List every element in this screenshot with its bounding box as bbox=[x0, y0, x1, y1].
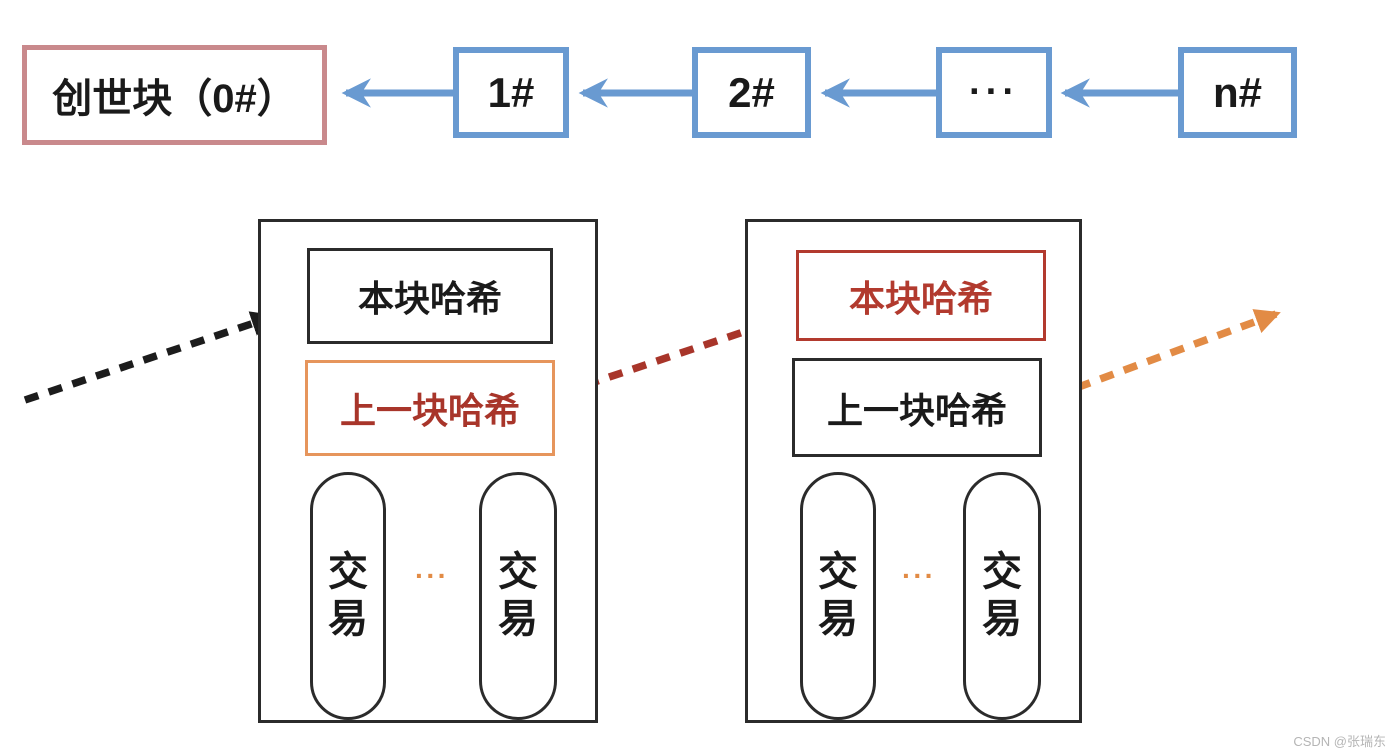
transactions-ellipsis: ··· bbox=[902, 560, 936, 591]
chain-block-n-label: n# bbox=[1212, 68, 1262, 116]
genesis-block: 创世块（0#） bbox=[22, 45, 327, 145]
incoming-hash-arrow-to-left-block bbox=[23, 311, 277, 404]
chain-block-ellipsis: ··· bbox=[936, 47, 1052, 138]
transaction-label: 交易 bbox=[328, 549, 368, 641]
prev-hash-box-right: 上一块哈希 bbox=[792, 358, 1042, 457]
chain-block-1: 1# bbox=[453, 47, 569, 138]
block-detail-right: 本块哈希 上一块哈希 交易 ··· 交易 bbox=[745, 219, 1082, 723]
chain-block-ellipsis-label: ··· bbox=[969, 71, 1019, 113]
block-detail-left: 本块哈希 上一块哈希 交易 ··· 交易 bbox=[258, 219, 598, 723]
transaction-label: 交易 bbox=[818, 549, 858, 641]
own-hash-box-right: 本块哈希 bbox=[796, 250, 1046, 341]
prev-hash-box-left: 上一块哈希 bbox=[305, 360, 555, 456]
watermark: CSDN @张瑞东 bbox=[1293, 734, 1386, 749]
chain-block-2-label: 2# bbox=[728, 68, 775, 116]
genesis-block-label: 创世块（0#） bbox=[52, 77, 297, 121]
transaction-capsule: 交易 bbox=[310, 472, 386, 720]
chain-block-1-label: 1# bbox=[487, 68, 535, 116]
chain-block-n: n# bbox=[1178, 47, 1297, 138]
own-hash-box-left: 本块哈希 bbox=[307, 248, 553, 344]
transaction-capsule: 交易 bbox=[479, 472, 557, 720]
transaction-capsule: 交易 bbox=[800, 472, 876, 720]
transaction-capsule: 交易 bbox=[963, 472, 1041, 720]
chain-block-2: 2# bbox=[692, 47, 811, 138]
transactions-ellipsis: ··· bbox=[415, 560, 449, 591]
own-hash-label-right: 本块哈希 bbox=[848, 277, 993, 319]
transaction-label: 交易 bbox=[498, 549, 538, 641]
own-hash-label-left: 本块哈希 bbox=[357, 278, 502, 319]
prev-hash-label-left: 上一块哈希 bbox=[339, 390, 520, 431]
transaction-label: 交易 bbox=[982, 549, 1022, 641]
prev-hash-label-right: 上一块哈希 bbox=[826, 389, 1007, 431]
